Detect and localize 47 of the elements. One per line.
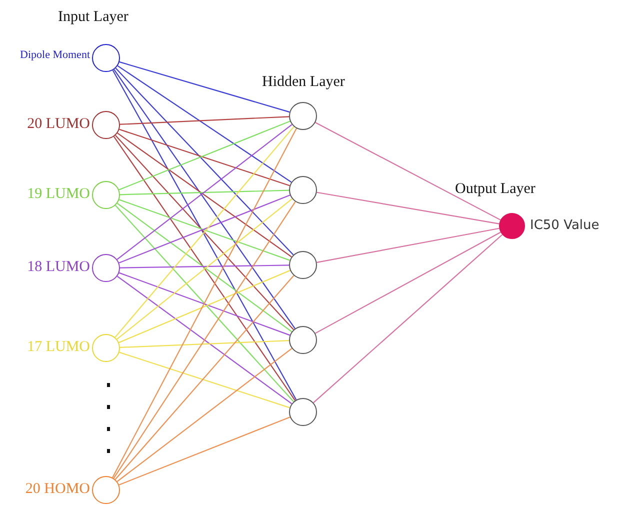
input-label: Dipole Moment — [20, 50, 90, 61]
connection-line — [119, 61, 290, 113]
connection-line — [118, 416, 290, 486]
connection-line — [114, 275, 294, 480]
input-label: 20 LUMO — [27, 117, 90, 132]
hidden-neuron — [289, 176, 317, 204]
connection-line — [315, 122, 501, 220]
input-neuron — [92, 111, 120, 139]
connection-line — [116, 276, 292, 404]
hidden-neuron — [289, 251, 317, 279]
hidden-neuron — [289, 326, 317, 354]
input-neuron — [92, 44, 120, 72]
output-neuron — [499, 213, 525, 239]
connection-line — [119, 352, 290, 408]
hidden-neuron — [289, 398, 317, 426]
connection-line — [120, 190, 290, 196]
connection-line — [115, 68, 294, 256]
output-label: IC50 Value — [530, 219, 600, 232]
connection-line — [117, 65, 292, 183]
connection-line — [113, 136, 296, 401]
connection-line — [118, 120, 290, 190]
layer-title: Hidden Layer — [262, 75, 345, 90]
input-neuron — [92, 254, 120, 282]
connection-line — [114, 69, 296, 329]
connection-line — [313, 234, 503, 404]
connection-line — [115, 205, 294, 402]
input-label: 17 LUMO — [27, 340, 90, 355]
connection-line — [315, 232, 501, 334]
connection-line — [112, 128, 297, 478]
input-label: 20 HOMO — [25, 482, 90, 497]
connection-line — [120, 116, 290, 125]
input-neuron — [92, 181, 120, 209]
input-label: 18 LUMO — [27, 260, 90, 275]
connection-line — [316, 192, 500, 224]
connection-line — [120, 264, 289, 268]
input-neuron — [92, 334, 120, 362]
connection-line — [120, 340, 290, 348]
connection-line — [316, 228, 500, 263]
layer-title: Input Layer — [58, 10, 128, 25]
connection-line — [113, 201, 296, 479]
layer-title: Output Layer — [455, 182, 536, 197]
connection-line — [119, 128, 290, 186]
connection-line — [116, 348, 292, 482]
hidden-neuron — [289, 102, 317, 130]
input-neuron — [92, 476, 120, 504]
input-label: 19 LUMO — [27, 187, 90, 202]
connection-line — [112, 70, 297, 400]
